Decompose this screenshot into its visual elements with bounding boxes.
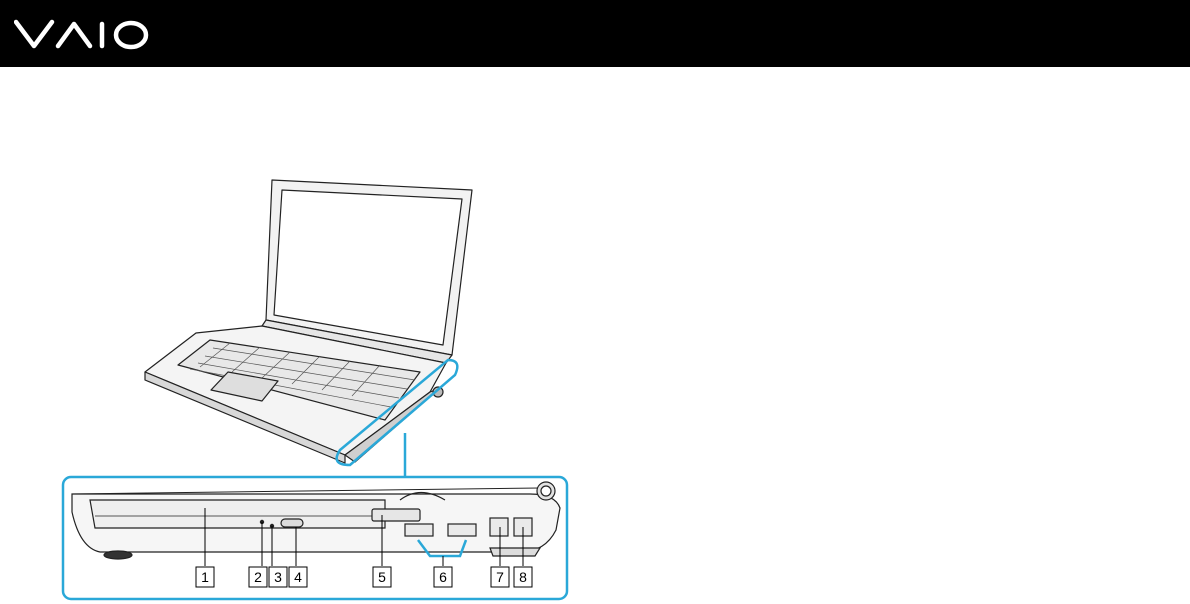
laptop-side-view [72, 482, 560, 559]
callout-2: 2 [249, 567, 267, 587]
callout-7: 7 [491, 567, 509, 587]
callout-2-label: 2 [254, 569, 262, 585]
callout-3: 3 [269, 567, 287, 587]
callout-5-label: 5 [378, 569, 386, 585]
callout-1-label: 1 [201, 569, 209, 585]
laptop-illustration [145, 180, 472, 463]
callout-3-label: 3 [274, 569, 282, 585]
callout-1: 1 [196, 567, 214, 587]
callout-4: 4 [289, 567, 307, 587]
callout-8: 8 [514, 567, 532, 587]
callout-8-label: 8 [519, 569, 527, 585]
callout-4-label: 4 [294, 569, 302, 585]
callout-7-label: 7 [496, 569, 504, 585]
callout-5: 5 [373, 567, 391, 587]
callout-6: 6 [434, 567, 452, 587]
callout-6-label: 6 [439, 569, 447, 585]
